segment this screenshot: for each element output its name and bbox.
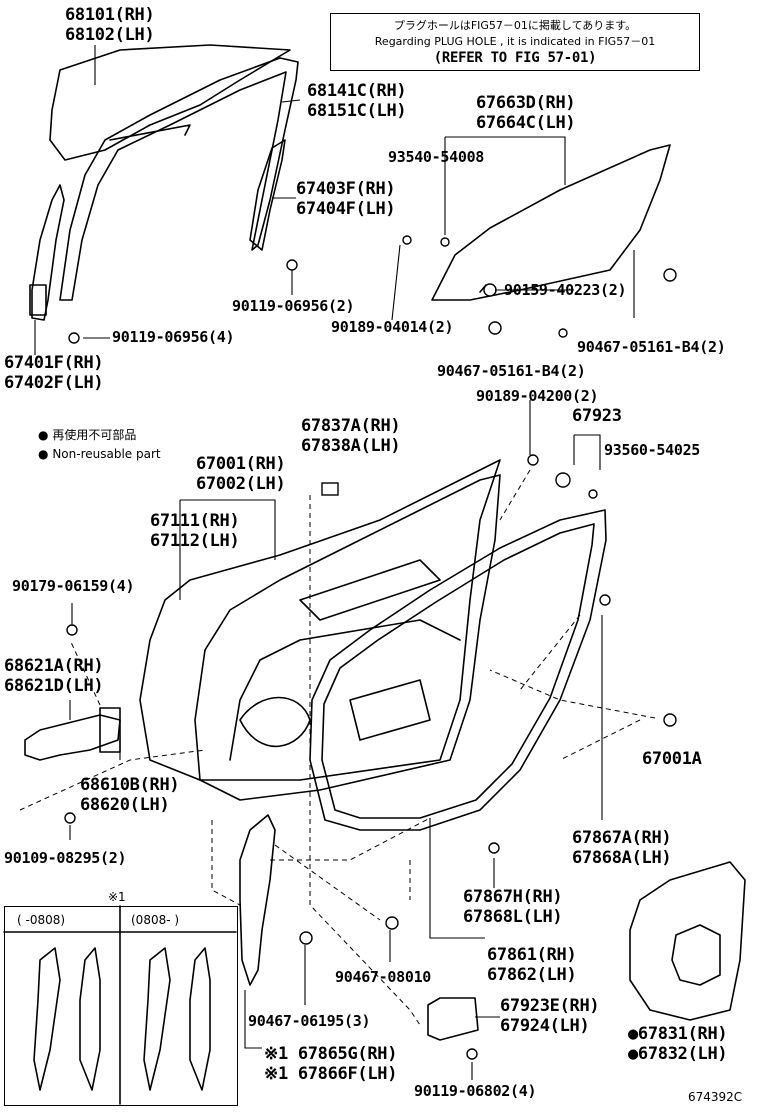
part-67923e: 67923E(RH) (500, 996, 600, 1016)
part-68621a: 68621A(RH) (4, 656, 104, 676)
part-90467-06195: 90467-06195(3) (248, 1012, 371, 1030)
part-67831: ●67831(RH) (628, 1024, 728, 1044)
front-lower-channel (31, 184, 65, 321)
part-68620: 68620(LH) (80, 795, 170, 815)
note-refer: (REFER TO FIG 57-01) (433, 50, 597, 66)
glass-run-channel (59, 57, 299, 301)
legend-en: ● Non-reusable part (38, 447, 161, 461)
part-93560: 93560-54025 (604, 441, 701, 459)
part-67664c: 67664C(LH) (476, 113, 576, 133)
part-90189-04014: 90189-04014(2) (331, 318, 454, 336)
part-93540: 93540-54008 (388, 148, 485, 166)
part-90159: 90159-40223(2) (504, 281, 627, 299)
door-weatherstrip (309, 509, 607, 831)
part-67867h: 67867H(RH) (463, 887, 563, 907)
part-67402f: 67402F(LH) (4, 373, 104, 393)
part-68101: 68101(RH) (65, 5, 155, 25)
part-90179: 90179-06159(4) (12, 577, 135, 595)
nonreusable-dot-icon: ● (38, 447, 49, 461)
part-67861: 67861(RH) (487, 945, 577, 965)
outer-door-panel (139, 459, 501, 781)
part-67403f: 67403F(RH) (296, 179, 396, 199)
figure-id: 674392C (688, 1090, 743, 1104)
seal-piece (239, 814, 276, 986)
note-line-jp: プラグホールはFIG57－01に掲載してあります。 (393, 19, 637, 32)
note-box: プラグホールはFIG57－01に掲載してあります。 Regarding PLUG… (330, 13, 700, 71)
part-68102: 68102(LH) (65, 25, 155, 45)
part-67868l: 67868L(LH) (463, 907, 563, 927)
door-glass (49, 44, 291, 161)
part-90189-04200: 90189-04200(2) (476, 387, 599, 405)
inset-col2-header: (0808- ) (131, 913, 180, 927)
part-67868a: 67868A(LH) (572, 848, 672, 868)
part-67404f: 67404F(LH) (296, 199, 396, 219)
door-hinge (24, 714, 121, 761)
part-67112: 67112(LH) (150, 531, 240, 551)
inset-col1-header: ( -0808) (17, 913, 66, 927)
part-67837a: 67837A(RH) (301, 416, 401, 436)
part-68610b: 68610B(RH) (80, 775, 180, 795)
inset-mark: ※1 (108, 890, 126, 904)
part-67832: ●67832(LH) (628, 1044, 728, 1064)
part-67111: 67111(RH) (150, 511, 240, 531)
part-67862: 67862(LH) (487, 965, 577, 985)
part-68141c: 68141C(RH) (307, 81, 407, 101)
nonreusable-dot-icon: ● (38, 428, 49, 442)
legend-jp: ● 再使用不可部品 (38, 428, 137, 442)
pocket-panel (427, 997, 479, 1041)
note-line-en: Regarding PLUG HOLE , it is indicated in… (374, 35, 656, 48)
part-90467-05161-upper: 90467-05161-B4(2) (577, 338, 726, 356)
inset-box: ( -0808) (0808- ) (4, 906, 238, 1106)
part-67663d: 67663D(RH) (476, 93, 576, 113)
part-90119-06802: 90119-06802(4) (414, 1082, 537, 1100)
part-67001: 67001(RH) (196, 454, 286, 474)
part-90119-06956-2: 90119-06956(2) (232, 297, 355, 315)
part-90467-08010: 90467-08010 (335, 968, 432, 986)
part-67002: 67002(LH) (196, 474, 286, 494)
part-90109: 90109-08295(2) (4, 849, 127, 867)
part-67001a: 67001A (642, 749, 702, 769)
part-68621d: 68621D(LH) (4, 676, 104, 696)
part-67401f: 67401F(RH) (4, 353, 104, 373)
part-68151c: 68151C(LH) (307, 101, 407, 121)
quarter-window-glass (431, 144, 671, 301)
part-67866f: ※1 67866F(LH) (264, 1064, 398, 1084)
part-67838a: 67838A(LH) (301, 436, 401, 456)
part-67924: 67924(LH) (500, 1016, 590, 1036)
door-trim-cover (629, 861, 746, 1021)
part-90119-06956-4: 90119-06956(4) (112, 328, 235, 346)
part-67923: 67923 (572, 406, 622, 426)
part-67867a: 67867A(RH) (572, 828, 672, 848)
part-90467-05161-lower: 90467-05161-B4(2) (437, 362, 586, 380)
inner-door-panel (194, 474, 501, 801)
rear-channel (249, 139, 286, 251)
part-67865g: ※1 67865G(RH) (264, 1044, 398, 1064)
